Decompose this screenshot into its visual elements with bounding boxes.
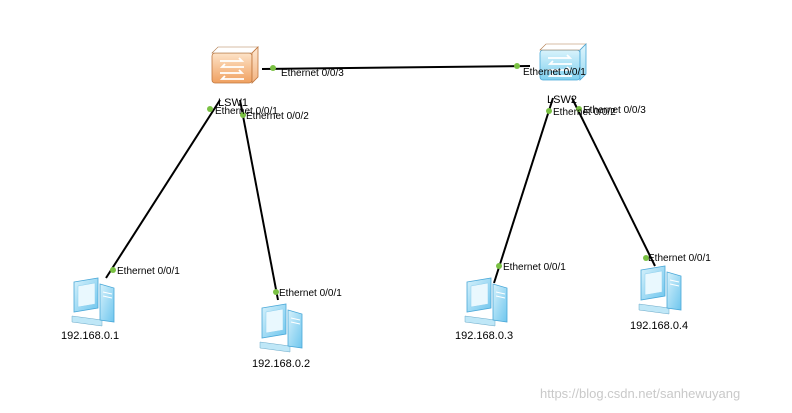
pc-4[interactable] xyxy=(638,265,682,315)
port-label-lsw1-e001: Ethernet 0/0/1 xyxy=(215,106,278,117)
port-label-pc2-e001: Ethernet 0/0/1 xyxy=(279,288,342,299)
switch-lsw1[interactable] xyxy=(211,46,259,84)
pc-icon xyxy=(71,277,115,327)
pc-icon xyxy=(638,265,682,315)
pc-ip-2: 192.168.0.2 xyxy=(252,358,310,370)
pc-icon xyxy=(464,277,508,327)
port-dot xyxy=(273,289,279,295)
port-label-pc4-e001: Ethernet 0/0/1 xyxy=(648,253,711,264)
pc-ip-4: 192.168.0.4 xyxy=(630,320,688,332)
port-dot xyxy=(643,255,649,261)
port-dot xyxy=(496,263,502,269)
switch-label-lsw1: LSW1 xyxy=(218,97,248,109)
pc-ip-3: 192.168.0.3 xyxy=(455,330,513,342)
port-label-lsw2-e003: Ethernet 0/0/3 xyxy=(583,105,646,116)
pc-icon xyxy=(259,303,303,353)
link-lsw2-pc4 xyxy=(571,97,656,267)
pc-3[interactable] xyxy=(464,277,508,327)
link-lsw1-pc2 xyxy=(239,99,279,301)
switch-icon xyxy=(211,46,259,84)
port-label-lsw2-e002: Ethernet 0/0/2 xyxy=(553,107,616,118)
port-label-pc3-e001: Ethernet 0/0/1 xyxy=(503,262,566,273)
port-dot xyxy=(514,63,520,69)
link-lsw2-pc3 xyxy=(493,97,554,284)
pc-1[interactable] xyxy=(71,277,115,327)
link-lsw1-lsw2 xyxy=(261,65,531,70)
port-dot xyxy=(576,106,582,112)
port-dot xyxy=(546,108,552,114)
port-dot xyxy=(207,106,213,112)
switch-label-lsw2: LSW2 xyxy=(547,94,577,106)
pc-2[interactable] xyxy=(259,303,303,353)
port-label-lsw2-e001: Ethernet 0/0/1 xyxy=(523,67,586,78)
port-label-lsw1-e003: Ethernet 0/0/3 xyxy=(281,68,344,79)
watermark: https://blog.csdn.net/sanhewuyang xyxy=(540,386,741,401)
port-label-pc1-e001: Ethernet 0/0/1 xyxy=(117,266,180,277)
port-label-lsw1-e002: Ethernet 0/0/2 xyxy=(246,111,309,122)
pc-ip-1: 192.168.0.1 xyxy=(61,330,119,342)
port-dot xyxy=(110,267,116,273)
port-dot xyxy=(240,112,246,118)
port-dot xyxy=(270,65,276,71)
link-lsw1-pc1 xyxy=(105,99,221,279)
